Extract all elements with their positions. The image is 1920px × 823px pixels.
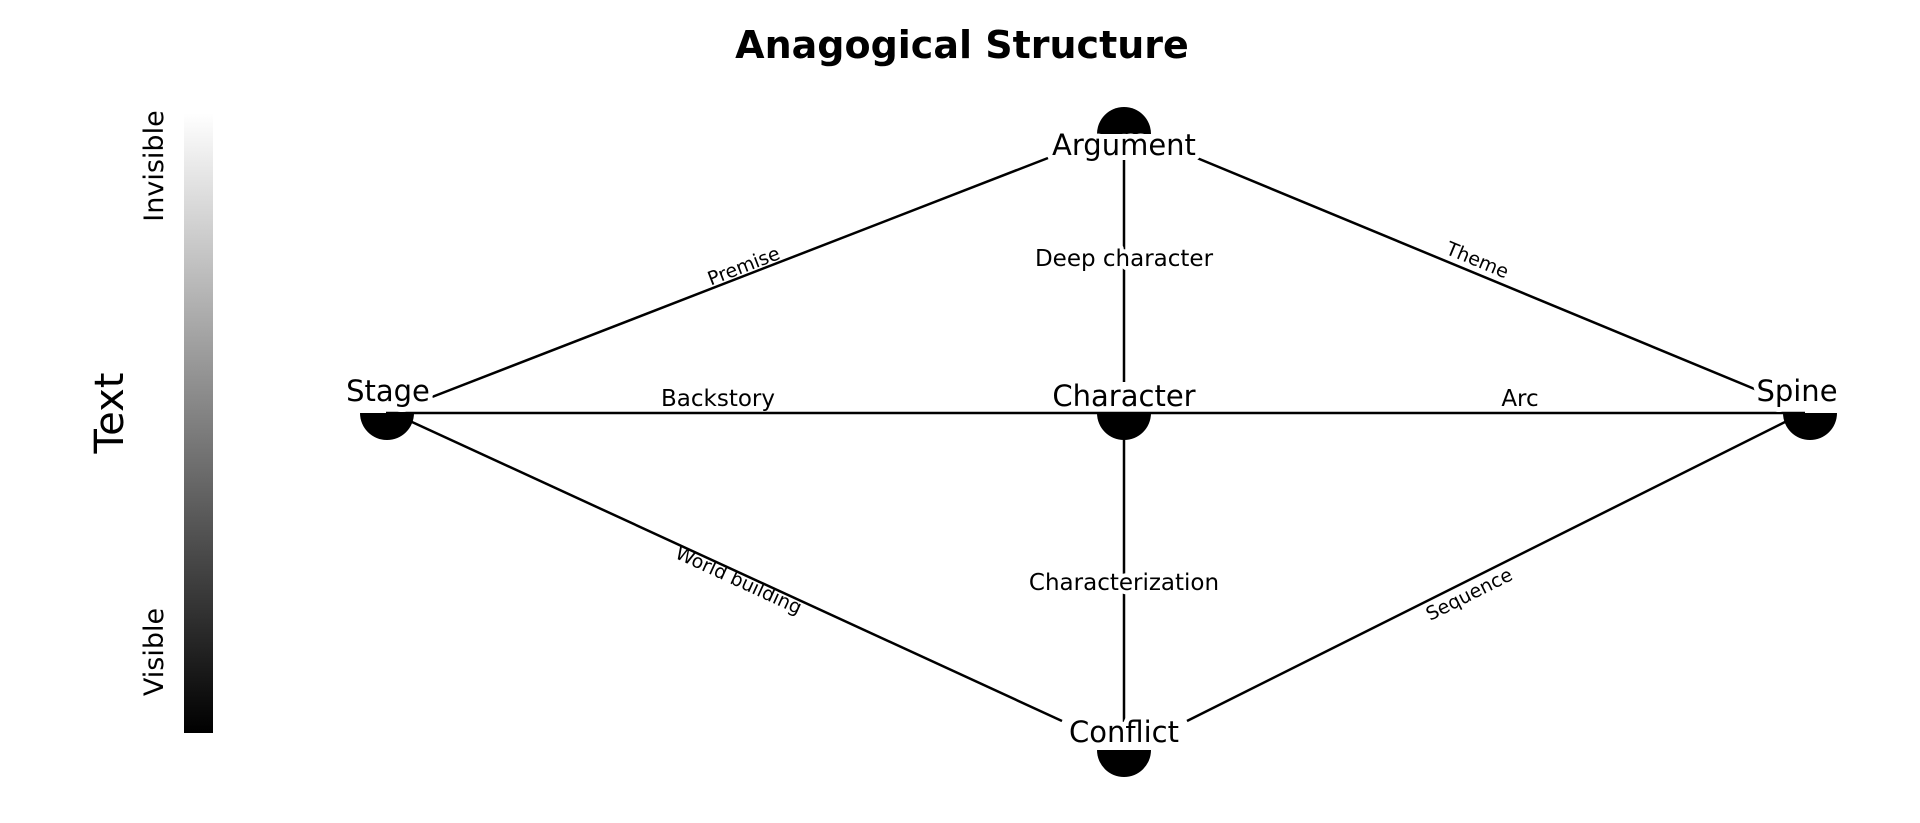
node-character: Character [1052, 379, 1195, 413]
conflict-node-marker [1097, 750, 1151, 777]
argument-node-marker [1097, 107, 1151, 134]
node-spine: Spine [1756, 374, 1837, 408]
edge-label-world-building: World building [672, 542, 805, 619]
edge-premise [431, 156, 1049, 399]
node-argument: Argument [1052, 128, 1196, 162]
edge-label-deep-character: Deep character [1035, 246, 1214, 272]
scale-bottom-label: Visible [139, 608, 170, 696]
scale-title: Text [87, 373, 133, 455]
edge-label-arc: Arc [1501, 386, 1538, 412]
edge-theme [1196, 156, 1758, 392]
edge-label-theme: Theme [1442, 237, 1512, 283]
edge-sequence [1186, 420, 1786, 723]
node-conflict: Conflict [1069, 715, 1179, 749]
spine-node-marker [1783, 413, 1837, 440]
stage-node-marker [360, 413, 414, 440]
edge-label-characterization: Characterization [1029, 570, 1219, 596]
diagram-title: Anagogical Structure [735, 23, 1189, 67]
scale-top-label: Invisible [139, 110, 170, 221]
node-stage: Stage [346, 374, 430, 408]
edge-label-premise: Premise [705, 242, 783, 290]
edge-label-sequence: Sequence [1422, 564, 1516, 626]
character-node-marker [1097, 413, 1151, 440]
edge-world-building [411, 420, 1063, 723]
edge-label-backstory: Backstory [661, 386, 775, 412]
visibility-gradient-bar [184, 113, 213, 733]
